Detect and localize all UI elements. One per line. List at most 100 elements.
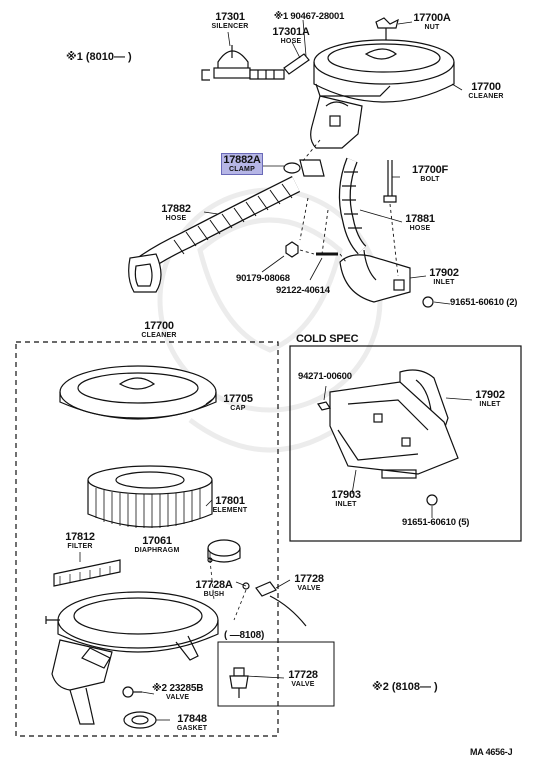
- label-name: VALVE: [166, 694, 190, 701]
- label-name: SILENCER: [211, 23, 249, 30]
- label-number: 17301: [215, 11, 245, 23]
- label-gasket: 17848 GASKET: [170, 713, 214, 733]
- label-valve-17728-lower: 17728 VALVE: [284, 669, 322, 689]
- cap-part: [59, 365, 217, 420]
- label-name: INLET: [479, 401, 501, 408]
- valve-17728-lower-part: [229, 667, 249, 698]
- label-number: 17700A: [413, 12, 451, 24]
- label-stud-92122: 92122-40614: [276, 285, 330, 296]
- footer-code: MA 4656-J: [470, 747, 513, 757]
- cold-spec-title: COLD SPEC: [296, 333, 359, 345]
- valve-23285b-part: [122, 686, 142, 698]
- label-name: CLAMP: [229, 166, 255, 173]
- bolt-91651-cold-part: [426, 494, 438, 506]
- label-number: 17700F: [411, 164, 449, 176]
- label-name: FILTER: [67, 543, 93, 550]
- bolt-part: [383, 160, 397, 203]
- label-number: 17801: [215, 495, 245, 507]
- inlet-17902-top-part: [339, 249, 411, 303]
- bolt-91651-top-part: [422, 296, 434, 308]
- label-number: 17705: [223, 393, 253, 405]
- range-note-2: ※2 (8108— ): [372, 681, 438, 693]
- label-name: VALVE: [291, 681, 315, 688]
- clamp-part: [283, 159, 325, 177]
- label-valve-17728-upper: 17728 VALVE: [290, 573, 328, 593]
- label-inlet-17903: 17903 INLET: [328, 489, 364, 509]
- label-bolt-94271: 94271-00600: [298, 371, 352, 382]
- range-note-3: ( —8108): [224, 630, 265, 641]
- label-hose-90467: ※1 90467-28001: [266, 12, 352, 22]
- label-name: BOLT: [420, 176, 440, 183]
- label-inlet-top: 17902 INLET: [426, 267, 462, 287]
- label-number: 17728: [294, 573, 324, 585]
- label-number: 17061: [142, 535, 172, 547]
- label-name: GASKET: [176, 725, 208, 732]
- label-name: CLEANER: [141, 332, 177, 339]
- label-cleaner-box: 17700 CLEANER: [132, 320, 186, 340]
- hose-17301a-part: [249, 53, 310, 80]
- label-number: 17728: [288, 669, 318, 681]
- label-name: VALVE: [297, 585, 321, 592]
- label-bush: 17728A BUSH: [192, 579, 236, 599]
- label-name: HOSE: [280, 38, 302, 45]
- label-number: 17902: [429, 267, 459, 279]
- label-silencer: 17301 SILENCER: [202, 11, 258, 31]
- label-valve-23285b: ※2 23285B VALVE: [152, 684, 222, 702]
- wing-nut-part: [375, 17, 399, 40]
- bolt-94271-part: [317, 401, 331, 411]
- label-number: 17728A: [195, 579, 233, 591]
- element-part: [87, 465, 213, 528]
- label-bolt-91651-top: 91651-60610 (2): [450, 297, 518, 308]
- leader-lines-top: [203, 19, 463, 305]
- cleaner-neck-part: [310, 95, 363, 149]
- label-number: 17903: [331, 489, 361, 501]
- range-note-1: ※1 (8010— ): [66, 51, 132, 63]
- label-hose-17301a: 17301A HOSE: [264, 26, 318, 46]
- air-cleaner-top-part: [313, 39, 455, 103]
- filter-part: [53, 559, 121, 587]
- label-clamp[interactable]: 17882A CLAMP: [220, 155, 264, 174]
- guide-lines-top: [299, 139, 399, 277]
- label-name: HOSE: [409, 225, 431, 232]
- hose-17882-part: [128, 175, 301, 293]
- label-number: 17848: [177, 713, 207, 725]
- gasket-part: [123, 711, 157, 729]
- label-name: NUT: [424, 24, 440, 31]
- cold-spec-box: [289, 345, 522, 542]
- label-hose-17882: 17882 HOSE: [156, 203, 196, 223]
- label-number: 17902: [475, 389, 505, 401]
- label-inlet-cold: 17902 INLET: [472, 389, 508, 409]
- leader-lines-cold: [323, 385, 473, 518]
- label-filter: 17812 FILTER: [60, 532, 100, 551]
- label-diaphragm: 17061 DIAPHRAGM: [124, 535, 190, 555]
- label-number: 17881: [405, 213, 435, 225]
- diaphragm-part: [207, 539, 241, 563]
- label-name: CAP: [230, 405, 246, 412]
- cleaner-kit-box: [15, 341, 279, 737]
- sub-box-before-8108: [217, 641, 335, 707]
- leader-lines-box: [79, 397, 291, 721]
- label-number: 17700: [144, 320, 174, 332]
- hose-17881-part: [338, 157, 367, 255]
- silencer-part: [201, 45, 251, 81]
- label-number: 17882: [161, 203, 191, 215]
- label-name: HOSE: [165, 215, 187, 222]
- nut-90179-part: [285, 241, 299, 258]
- valve-17728-upper-part: [255, 581, 307, 627]
- label-bolt: 17700F BOLT: [404, 164, 456, 184]
- label-name: ELEMENT: [212, 507, 248, 514]
- label-nut: 17700A NUT: [404, 12, 460, 32]
- label-number: 17301A: [272, 26, 310, 38]
- label-number: 17700: [471, 81, 501, 93]
- housing-part: [45, 591, 219, 725]
- label-name: CLEANER: [468, 93, 504, 100]
- guide-lines-box: [209, 559, 247, 621]
- label-number: ※1 90467-28001: [273, 11, 345, 22]
- label-hose-17881: 17881 HOSE: [402, 213, 438, 233]
- label-bolt-91651-cold: 91651-60610 (5): [402, 517, 470, 528]
- inlet-17903-part: [329, 381, 459, 479]
- label-name: DIAPHRAGM: [134, 547, 180, 554]
- label-cap: 17705 CAP: [218, 393, 258, 413]
